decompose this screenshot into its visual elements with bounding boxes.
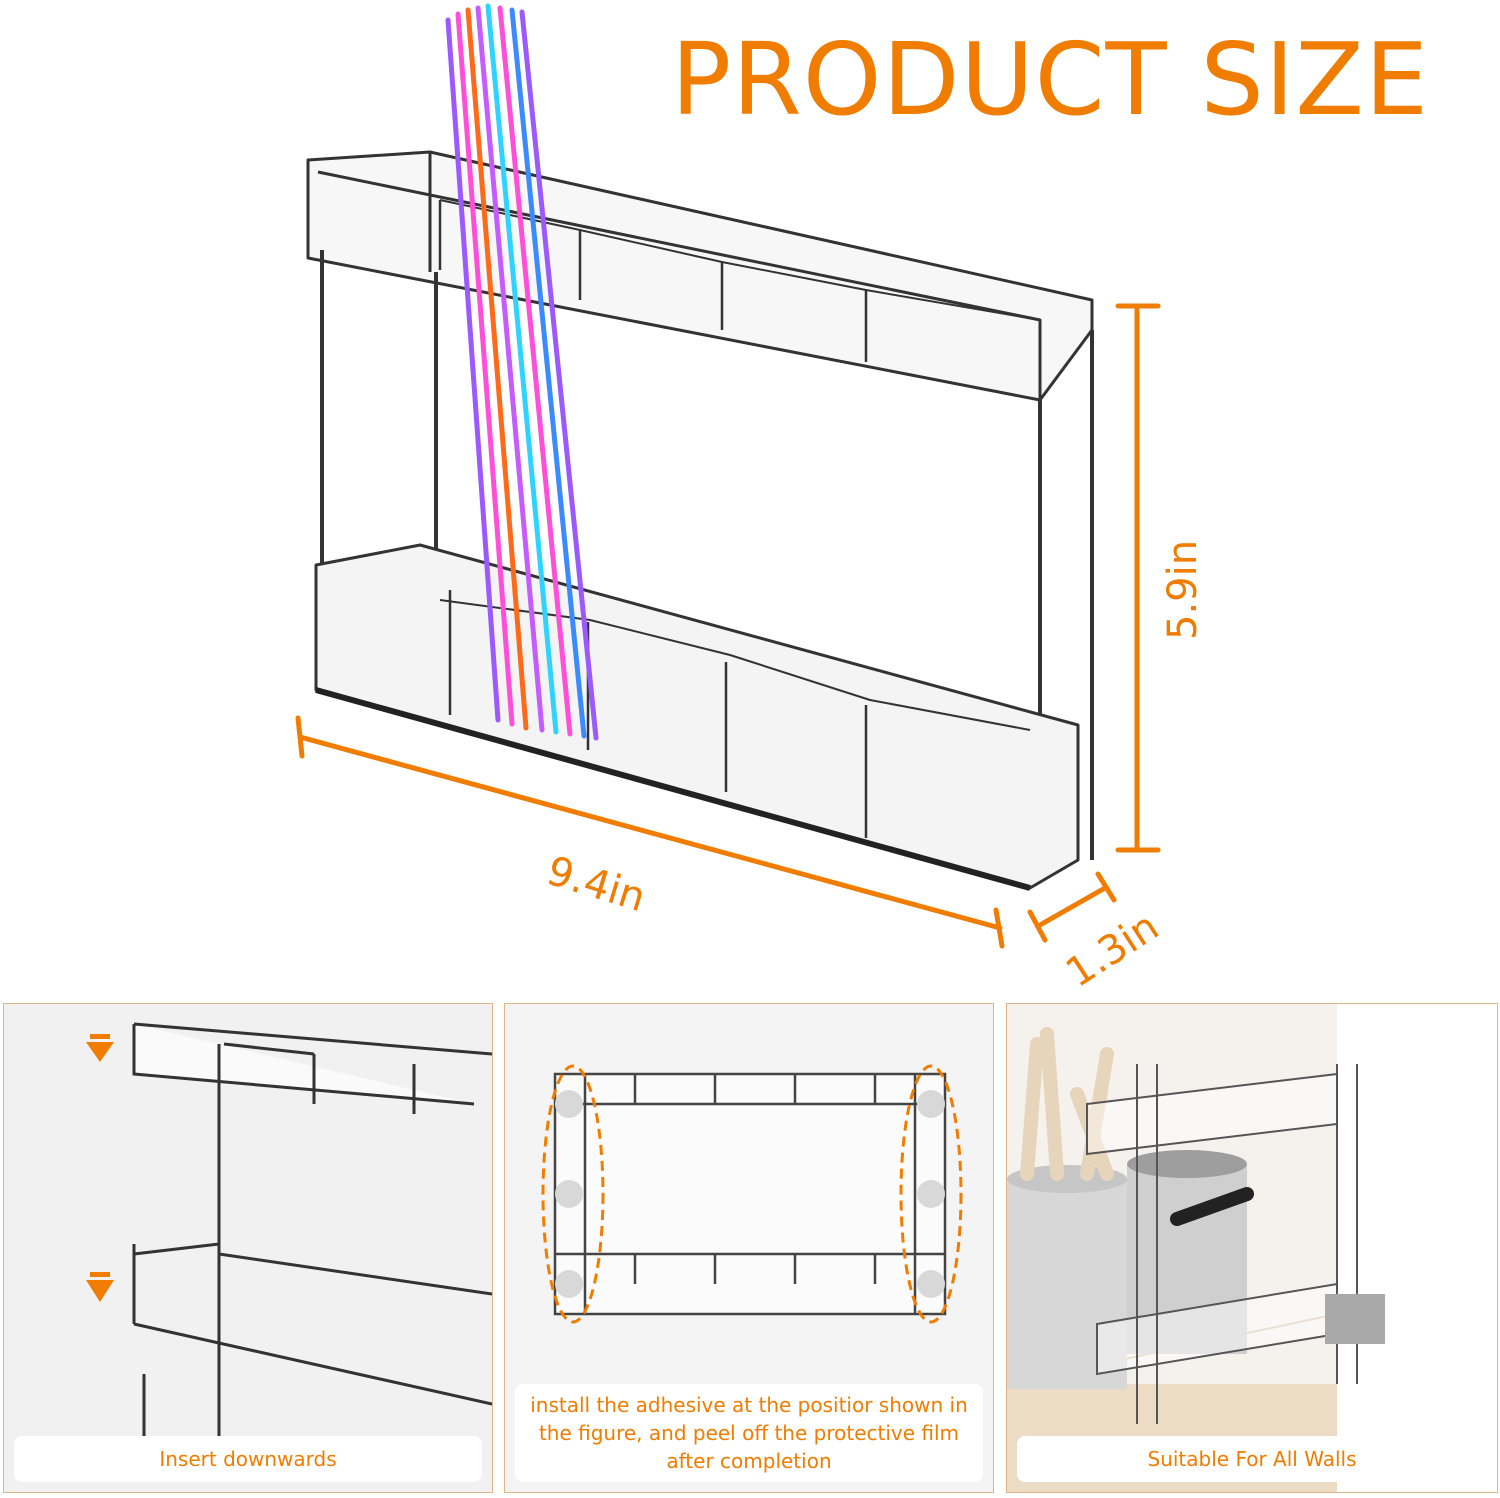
width-dimension-line xyxy=(297,734,1003,931)
arrow-down-icon xyxy=(90,1272,110,1277)
adhesive-left-highlight xyxy=(541,1064,605,1324)
caption-walls: Suitable For All Walls xyxy=(1017,1436,1487,1482)
utensil-jar xyxy=(1007,1027,1127,1389)
pot xyxy=(1127,1150,1254,1354)
page-title: PRODUCT SIZE xyxy=(670,21,1430,138)
panel-install-adhesive: install the adhesive at the positior sho… xyxy=(504,1003,994,1493)
height-label: 5.9in xyxy=(1160,539,1206,640)
bottom-rail xyxy=(314,543,1080,890)
adhesive-right-highlight xyxy=(899,1064,963,1324)
left-post xyxy=(320,250,438,590)
panel-insert-downwards: Insert downwards xyxy=(3,1003,493,1493)
right-post xyxy=(1038,330,1094,860)
arrow-down-icon xyxy=(86,1034,114,1062)
top-rail xyxy=(306,150,1094,402)
depth-dimension-line xyxy=(1037,885,1108,928)
caption-insert: Insert downwards xyxy=(14,1436,482,1482)
door-hinge xyxy=(1325,1294,1385,1344)
caption-install: install the adhesive at the positior sho… xyxy=(515,1384,983,1482)
panel-suitable-walls: Suitable For All Walls xyxy=(1006,1003,1498,1493)
straws xyxy=(445,3,599,741)
product-illustration xyxy=(295,3,1161,949)
